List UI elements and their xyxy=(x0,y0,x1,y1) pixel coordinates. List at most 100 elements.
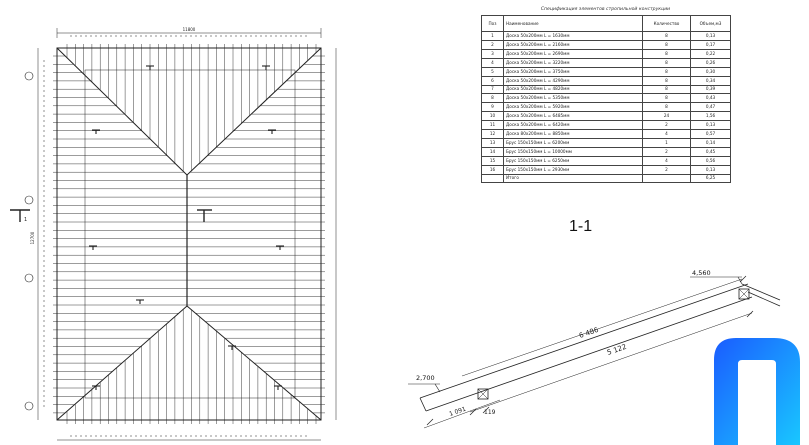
section-dim-5122: 5 122 xyxy=(606,343,628,357)
row-vol: 0,43 xyxy=(690,93,731,104)
col-pos: Поз xyxy=(481,15,504,32)
wall-plate-low xyxy=(477,388,489,400)
row-qty: 1 xyxy=(642,138,691,148)
row-name: Доска 50х200мм L = 6420мм xyxy=(503,120,643,131)
row-qty: 4 xyxy=(642,155,691,166)
plan-side-dimension: 12700 xyxy=(30,231,35,244)
row-name: Брус 150х150мм L = 10000мм xyxy=(503,146,643,157)
row-vol: 0,13 xyxy=(690,164,731,175)
row-name: Доска 50х200мм L = 4820мм xyxy=(503,84,643,95)
row-pos: 14 xyxy=(481,146,504,157)
rafter-end-cut xyxy=(419,397,427,412)
row-pos: 11 xyxy=(481,120,504,131)
row-qty: 8 xyxy=(642,39,691,50)
row-vol: 0,22 xyxy=(690,48,731,59)
row-vol: 0,13 xyxy=(690,31,731,41)
elevation-low: 2,700 xyxy=(416,374,435,382)
rafter-bottom-edge xyxy=(425,296,753,412)
row-qty: 8 xyxy=(642,84,691,95)
row-qty: 4 xyxy=(642,129,691,140)
common-rafters xyxy=(53,55,325,414)
plan-inner-outline xyxy=(84,69,296,399)
row-pos: 3 xyxy=(481,48,504,59)
row-vol: 0,13 xyxy=(690,120,731,131)
row-vol: 1,56 xyxy=(690,111,731,122)
row-qty: 24 xyxy=(642,111,691,122)
row-qty: 8 xyxy=(642,31,691,41)
hip-line-top-right xyxy=(186,47,322,176)
ridge-plate-lower xyxy=(747,291,781,307)
section-title: 1-1 xyxy=(569,218,593,235)
jack-rafters xyxy=(66,44,317,424)
section-cut-marker xyxy=(10,209,212,222)
total-label: Итого xyxy=(503,173,643,184)
rafter-dim-line-bottom xyxy=(469,312,753,413)
row-qty: 8 xyxy=(642,75,691,86)
col-vol: Объем,м3 xyxy=(690,15,731,32)
row-vol: 0,14 xyxy=(690,138,731,148)
wall-plate-high xyxy=(738,288,750,300)
row-pos: 9 xyxy=(481,102,504,113)
row-pos: 8 xyxy=(481,93,504,104)
row-vol: 0,17 xyxy=(690,39,731,50)
dimension-ticks xyxy=(426,275,754,426)
row-pos: 1 xyxy=(481,31,504,41)
row-name: Доска 50х200мм L = 2160мм xyxy=(503,39,643,50)
row-vol: 0,45 xyxy=(690,146,731,157)
row-name: Доска 50х200мм L = 1630мм xyxy=(503,31,643,41)
row-qty: 8 xyxy=(642,66,691,77)
row-name: Доска 50х200мм L = 5920мм xyxy=(503,102,643,113)
row-pos: 4 xyxy=(481,57,504,68)
row-name: Брус 150х150мм L = 6250мм xyxy=(503,155,643,166)
row-name: Брус 150х150мм L = 2930мм xyxy=(503,164,643,175)
row-pos: 16 xyxy=(481,164,504,175)
table-header-row: Поз Наименование Количество Объем,м3 xyxy=(481,15,731,32)
axis-bubble xyxy=(24,195,34,205)
plan-top-dimension: 11800 xyxy=(183,27,196,32)
row-vol: 0,26 xyxy=(690,57,731,68)
hip-line-top-left xyxy=(56,47,188,176)
elevation-leaders xyxy=(408,276,743,393)
row-qty: 8 xyxy=(642,48,691,59)
spec-caption: Спецификация элементов стропильной конст… xyxy=(540,7,671,12)
row-pos: 6 xyxy=(481,75,504,86)
roof-plan xyxy=(10,28,337,441)
ridge-plate xyxy=(741,283,781,301)
row-name: Доска 50х200мм L = 5350мм xyxy=(503,93,643,104)
row-qty: 8 xyxy=(642,93,691,104)
row-name: Доска 50х200мм L = 4290мм xyxy=(503,75,643,86)
section-marker-label: 1 xyxy=(24,217,27,223)
logo-icon xyxy=(714,338,800,445)
section-1-1-drawing xyxy=(408,275,781,429)
hip-line-bottom-left xyxy=(56,305,188,421)
col-name: Наименование xyxy=(503,15,643,32)
row-pos: 15 xyxy=(481,155,504,166)
row-vol: 0,39 xyxy=(690,84,731,95)
row-pos: 10 xyxy=(481,111,504,122)
row-name: Брус 150х150мм L = 6200мм xyxy=(503,138,643,148)
hip-line-bottom-right xyxy=(186,305,322,421)
row-qty: 2 xyxy=(642,164,691,175)
row-name: Доска 50х200мм L = 3750мм xyxy=(503,66,643,77)
axis-bubble xyxy=(24,273,34,283)
table-total-row: Итого 6,25 xyxy=(481,173,731,184)
row-qty: 2 xyxy=(642,146,691,157)
row-qty: 8 xyxy=(642,102,691,113)
row-pos: 12 xyxy=(481,129,504,140)
